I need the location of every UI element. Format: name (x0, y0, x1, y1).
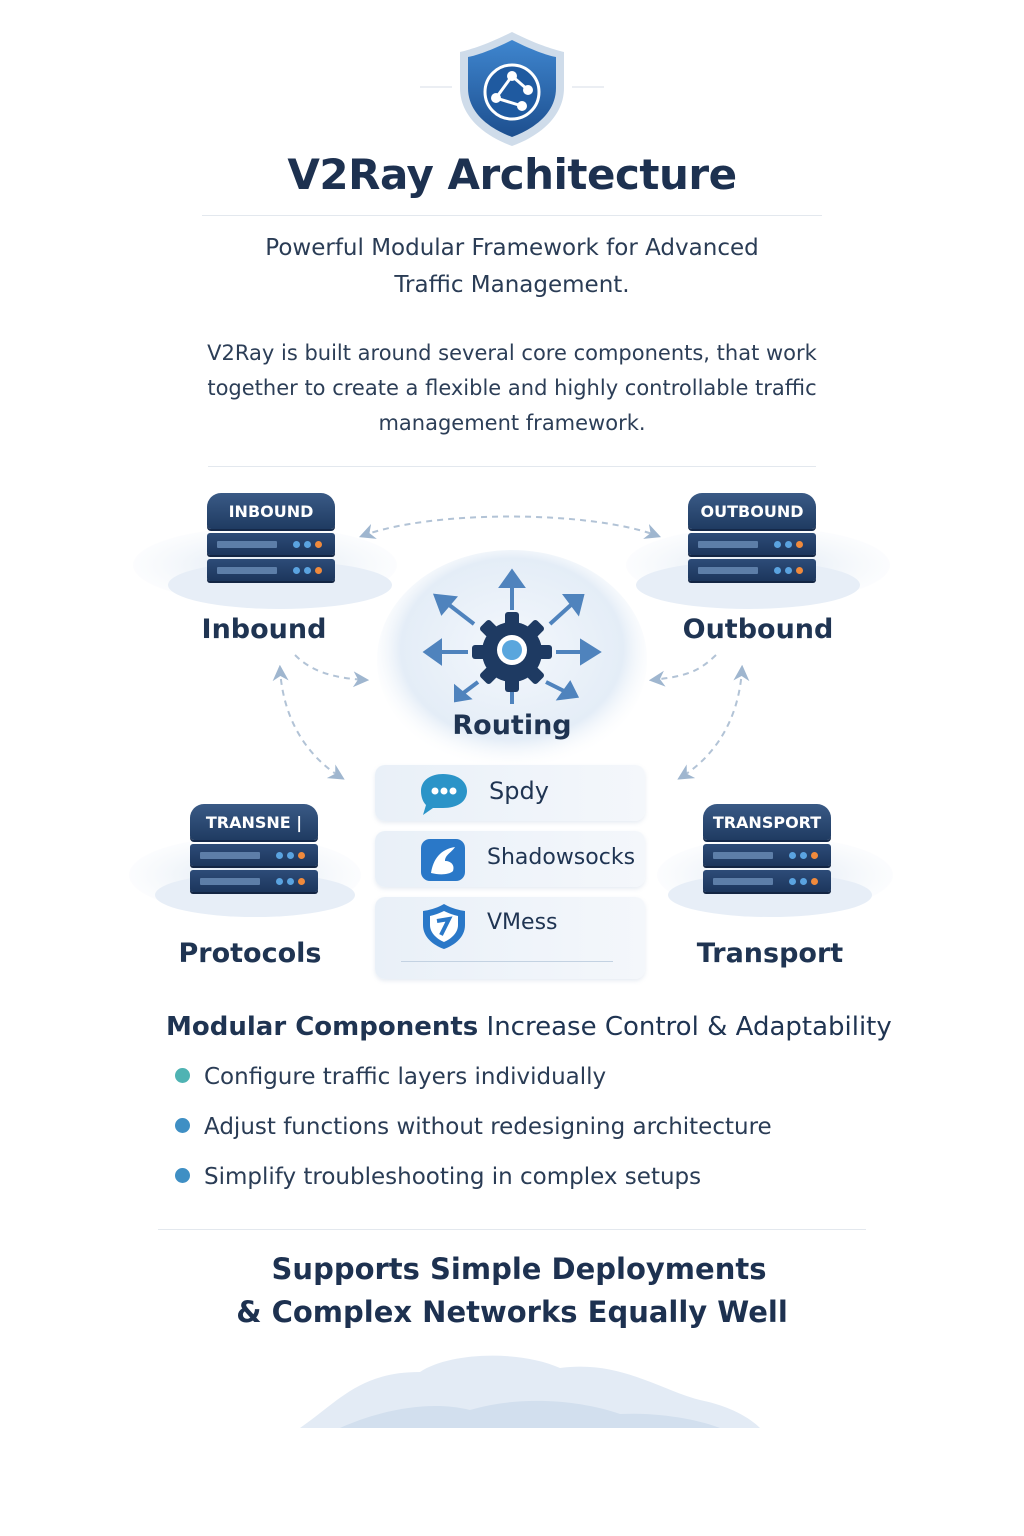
feature-bullet: Configure traffic layers individually (175, 1064, 606, 1090)
features-title-bold: Modular Components (166, 1012, 479, 1042)
tagline: Powerful Modular Framework for Advanced … (0, 230, 1024, 304)
routing-label: Routing (452, 710, 572, 741)
footer-tagline: Supports Simple Deployments & Complex Ne… (0, 1248, 1024, 1334)
protocol-label-spdy: Spdy (489, 777, 549, 805)
outbound-server-icon: OUTBOUND (688, 493, 816, 581)
routing-gear-icon (422, 568, 602, 704)
feature-bullet: Adjust functions without redesigning arc… (175, 1114, 772, 1140)
protocol-card-spdy: Spdy (375, 765, 645, 821)
feature-bullet: Simplify troubleshooting in complex setu… (175, 1164, 701, 1190)
feature-text: Adjust functions without redesigning arc… (204, 1114, 772, 1140)
card-divider (401, 961, 613, 962)
inbound-server-icon: INBOUND (207, 493, 335, 581)
features-title: Modular Components Increase Control & Ad… (166, 1012, 892, 1042)
footer-line-2: & Complex Networks Equally Well (236, 1295, 788, 1329)
footer-divider (158, 1229, 866, 1230)
features-title-rest: Increase Control & Adaptability (478, 1012, 892, 1042)
inbound-label: Inbound (201, 614, 327, 645)
shield-logo-icon (420, 32, 604, 146)
footer-line-1: Supports Simple Deployments (271, 1252, 767, 1286)
intro-line-3: management framework. (378, 411, 646, 435)
bullet-dot-icon (175, 1118, 190, 1133)
transport-label: Transport (696, 938, 844, 969)
protocols-badge: TRANSNE | (190, 804, 318, 840)
intro-line-1: V2Ray is built around several core compo… (207, 341, 817, 365)
protocols-server-icon: TRANSNE | (190, 804, 318, 892)
protocol-card-shadowsocks: Shadowsocks (375, 831, 645, 887)
transport-badge: TRANSPORT (703, 804, 831, 840)
shadowsocks-icon (421, 839, 465, 881)
bullet-dot-icon (175, 1068, 190, 1083)
protocol-label-vmess: VMess (487, 910, 558, 935)
title-divider (202, 215, 822, 216)
outbound-label: Outbound (682, 614, 834, 645)
protocol-card-vmess: VMess (375, 897, 645, 979)
inbound-badge: INBOUND (207, 493, 335, 529)
page-title: V2Ray Architecture (287, 150, 737, 199)
feature-text: Simplify troubleshooting in complex setu… (204, 1164, 702, 1190)
feature-text: Configure traffic layers individually (204, 1064, 607, 1090)
outbound-badge: OUTBOUND (688, 493, 816, 529)
intro-divider (208, 466, 816, 467)
protocol-label-shadowsocks: Shadowsocks (487, 845, 636, 870)
intro-text: V2Ray is built around several core compo… (200, 336, 824, 441)
tagline-line-2: Traffic Management. (394, 272, 630, 298)
intro-line-2: together to create a flexible and highly… (207, 376, 817, 400)
protocols-label: Protocols (178, 938, 322, 969)
bullet-dot-icon (175, 1168, 190, 1183)
transport-server-icon: TRANSPORT (703, 804, 831, 892)
chat-bubble-icon (421, 774, 467, 815)
tagline-line-1: Powerful Modular Framework for Advanced (265, 235, 759, 261)
vmess-shield-icon (423, 904, 465, 949)
